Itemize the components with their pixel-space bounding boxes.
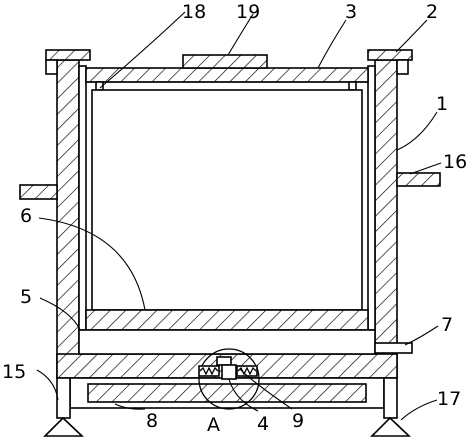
label-6: 6 [20, 205, 32, 227]
right-spring [237, 366, 257, 376]
right-leg [383, 377, 398, 419]
leader-lines [36, 11, 442, 421]
leader-17 [400, 399, 438, 421]
right-side-rod [396, 172, 441, 187]
leader-9 [239, 368, 293, 410]
label-1: 1 [436, 93, 448, 115]
leader-2 [395, 19, 428, 53]
left-top-flange [45, 49, 91, 61]
label-8: 8 [146, 410, 158, 432]
lid-seal-right [348, 81, 357, 91]
leader-16 [409, 162, 442, 175]
label-19: 19 [236, 1, 260, 23]
left-foot [43, 416, 85, 437]
leader-15 [36, 369, 59, 401]
inner-container [91, 89, 363, 311]
top-flanges [45, 49, 413, 75]
label-17: 17 [437, 388, 461, 410]
right-top-flange [367, 49, 413, 61]
label-3: 3 [345, 1, 357, 23]
leader-7 [404, 325, 439, 346]
label-detail-a: A [207, 414, 220, 436]
left-side-rod [19, 184, 58, 200]
right-top-tab [396, 59, 409, 75]
lid [85, 67, 369, 83]
left-leg [56, 377, 71, 419]
outer-right-wall [374, 59, 398, 379]
leader-3 [317, 19, 347, 69]
right-leg-assembly [370, 377, 412, 437]
left-spring [199, 366, 219, 376]
inner-right-wall [367, 65, 376, 331]
drawer-cavity [78, 329, 376, 355]
leader-1 [396, 111, 438, 151]
left-leg-assembly [43, 377, 85, 437]
label-5: 5 [20, 286, 32, 308]
clamp-body [221, 364, 237, 380]
leader-8 [114, 403, 146, 410]
handle [182, 54, 268, 69]
label-18: 18 [182, 1, 206, 23]
slide-plate [374, 342, 413, 354]
reference-numerals: 1 2 3 4 5 6 7 8 9 15 16 17 18 19 A [2, 1, 467, 436]
right-foot [370, 416, 412, 437]
leader-5 [39, 297, 81, 331]
inner-left-wall [78, 65, 87, 331]
label-7: 7 [441, 314, 453, 336]
spring-housing-left [198, 365, 220, 377]
leader-19 [227, 13, 254, 56]
label-4: 4 [257, 413, 269, 435]
base-plate [87, 383, 367, 403]
left-top-tab [45, 59, 58, 75]
label-16: 16 [443, 151, 467, 173]
outer-left-wall [56, 59, 80, 379]
leader-4 [228, 378, 259, 412]
leader-18 [99, 11, 186, 89]
floor-plate [85, 309, 369, 331]
leader-6 [38, 217, 146, 311]
label-15: 15 [2, 361, 26, 383]
detail-a-circle [198, 348, 260, 410]
label-9: 9 [292, 410, 304, 432]
label-2: 2 [426, 1, 438, 23]
clamp-block [216, 356, 232, 366]
